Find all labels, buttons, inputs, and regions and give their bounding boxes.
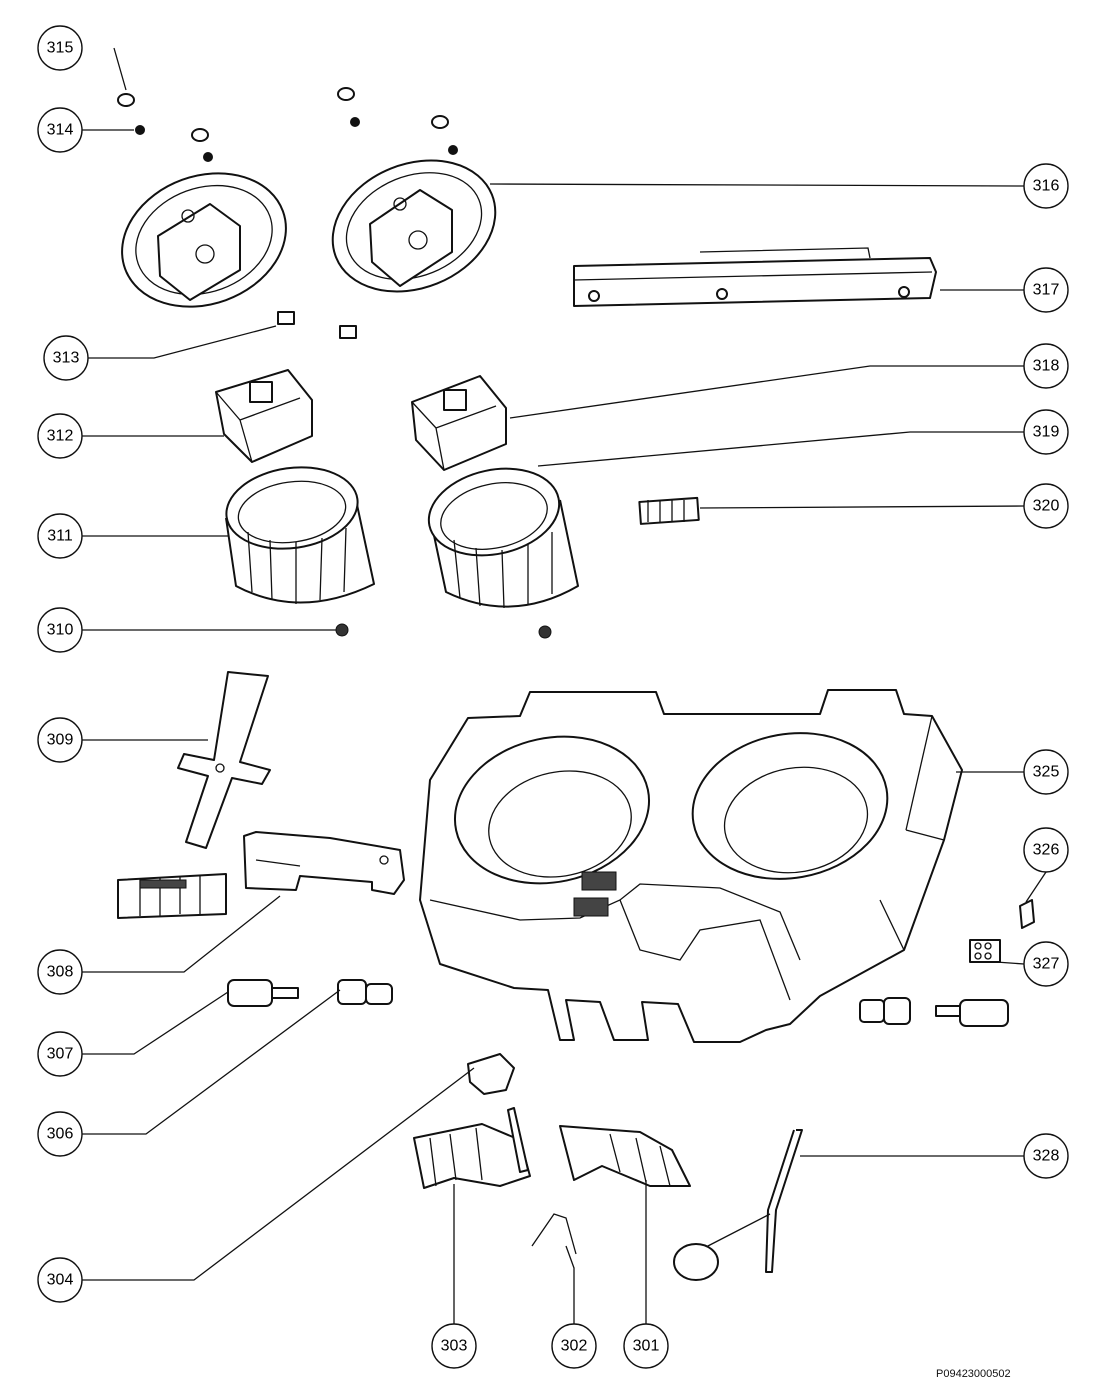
callout-label: 327	[1033, 956, 1060, 973]
motor-left	[215, 369, 313, 463]
callout-label: 314	[47, 122, 74, 139]
drawing-reference-number: P09423000502	[936, 1368, 1011, 1380]
pin-left	[227, 979, 299, 1007]
connector-block	[638, 496, 700, 525]
callout-319: 319	[1023, 409, 1069, 455]
callout-316: 316	[1023, 163, 1069, 209]
callout-label: 302	[561, 1338, 588, 1355]
flap-left	[413, 1107, 531, 1189]
callout-label: 311	[47, 528, 73, 545]
callout-label: 312	[47, 428, 74, 445]
callout-label: 318	[1033, 358, 1060, 375]
callout-label: 325	[1033, 764, 1060, 781]
callout-307: 307	[37, 1031, 83, 1077]
bracket-bar	[573, 247, 937, 307]
callout-312: 312	[37, 413, 83, 459]
callout-325: 325	[1023, 749, 1069, 795]
callout-318: 318	[1023, 343, 1069, 389]
flap-right	[559, 1125, 691, 1187]
terminal-block	[969, 939, 1001, 963]
callout-label: 313	[53, 350, 80, 367]
callout-308: 308	[37, 949, 83, 995]
main-housing	[419, 689, 963, 1043]
callout-label: 309	[47, 732, 74, 749]
callout-314: 314	[37, 107, 83, 153]
callout-317: 317	[1023, 267, 1069, 313]
pin-right	[935, 999, 1009, 1027]
callout-327: 327	[1023, 941, 1069, 987]
callout-301: 301	[623, 1323, 669, 1369]
callout-label: 326	[1033, 842, 1060, 859]
leader-lines	[82, 47, 1047, 1324]
callout-311: 311	[37, 513, 83, 559]
callout-309: 309	[37, 717, 83, 763]
callout-315: 315	[37, 25, 83, 71]
callout-label: 308	[47, 964, 74, 981]
callout-label: 304	[47, 1272, 74, 1289]
callout-label: 328	[1033, 1148, 1060, 1165]
callout-310: 310	[37, 607, 83, 653]
callout-302: 302	[551, 1323, 597, 1369]
screw-caps-group	[117, 87, 458, 162]
callout-label: 316	[1033, 178, 1060, 195]
motor-right	[411, 375, 507, 471]
callout-313: 313	[43, 335, 89, 381]
callout-label: 301	[633, 1338, 660, 1355]
knob-left	[337, 979, 393, 1005]
callout-label: 310	[47, 622, 74, 639]
callout-label: 317	[1033, 282, 1060, 299]
callout-label: 315	[47, 40, 74, 57]
callout-label: 320	[1033, 498, 1060, 515]
blower-wheel-left	[225, 466, 375, 604]
callout-326: 326	[1023, 827, 1069, 873]
callout-label: 307	[47, 1046, 74, 1063]
callout-label: 306	[47, 1126, 74, 1143]
callout-306: 306	[37, 1111, 83, 1157]
callout-320: 320	[1023, 483, 1069, 529]
spring-clip	[1019, 899, 1035, 929]
fan-housing-left	[121, 172, 287, 308]
damper-blade	[243, 831, 405, 895]
blower-wheel-right	[427, 467, 579, 609]
fan-housing-right	[331, 159, 497, 293]
nut-left	[335, 623, 349, 637]
callout-label: 319	[1033, 424, 1060, 441]
knob-right	[859, 997, 911, 1025]
wire-link	[531, 1213, 577, 1255]
callout-303: 303	[431, 1323, 477, 1369]
callout-304: 304	[37, 1257, 83, 1303]
callout-label: 303	[441, 1338, 468, 1355]
callout-328: 328	[1023, 1133, 1069, 1179]
nut-right	[538, 625, 552, 639]
rod-with-cap	[673, 1129, 803, 1281]
clips	[277, 311, 357, 339]
small-knob	[467, 1053, 515, 1095]
lever-plate	[117, 671, 271, 919]
